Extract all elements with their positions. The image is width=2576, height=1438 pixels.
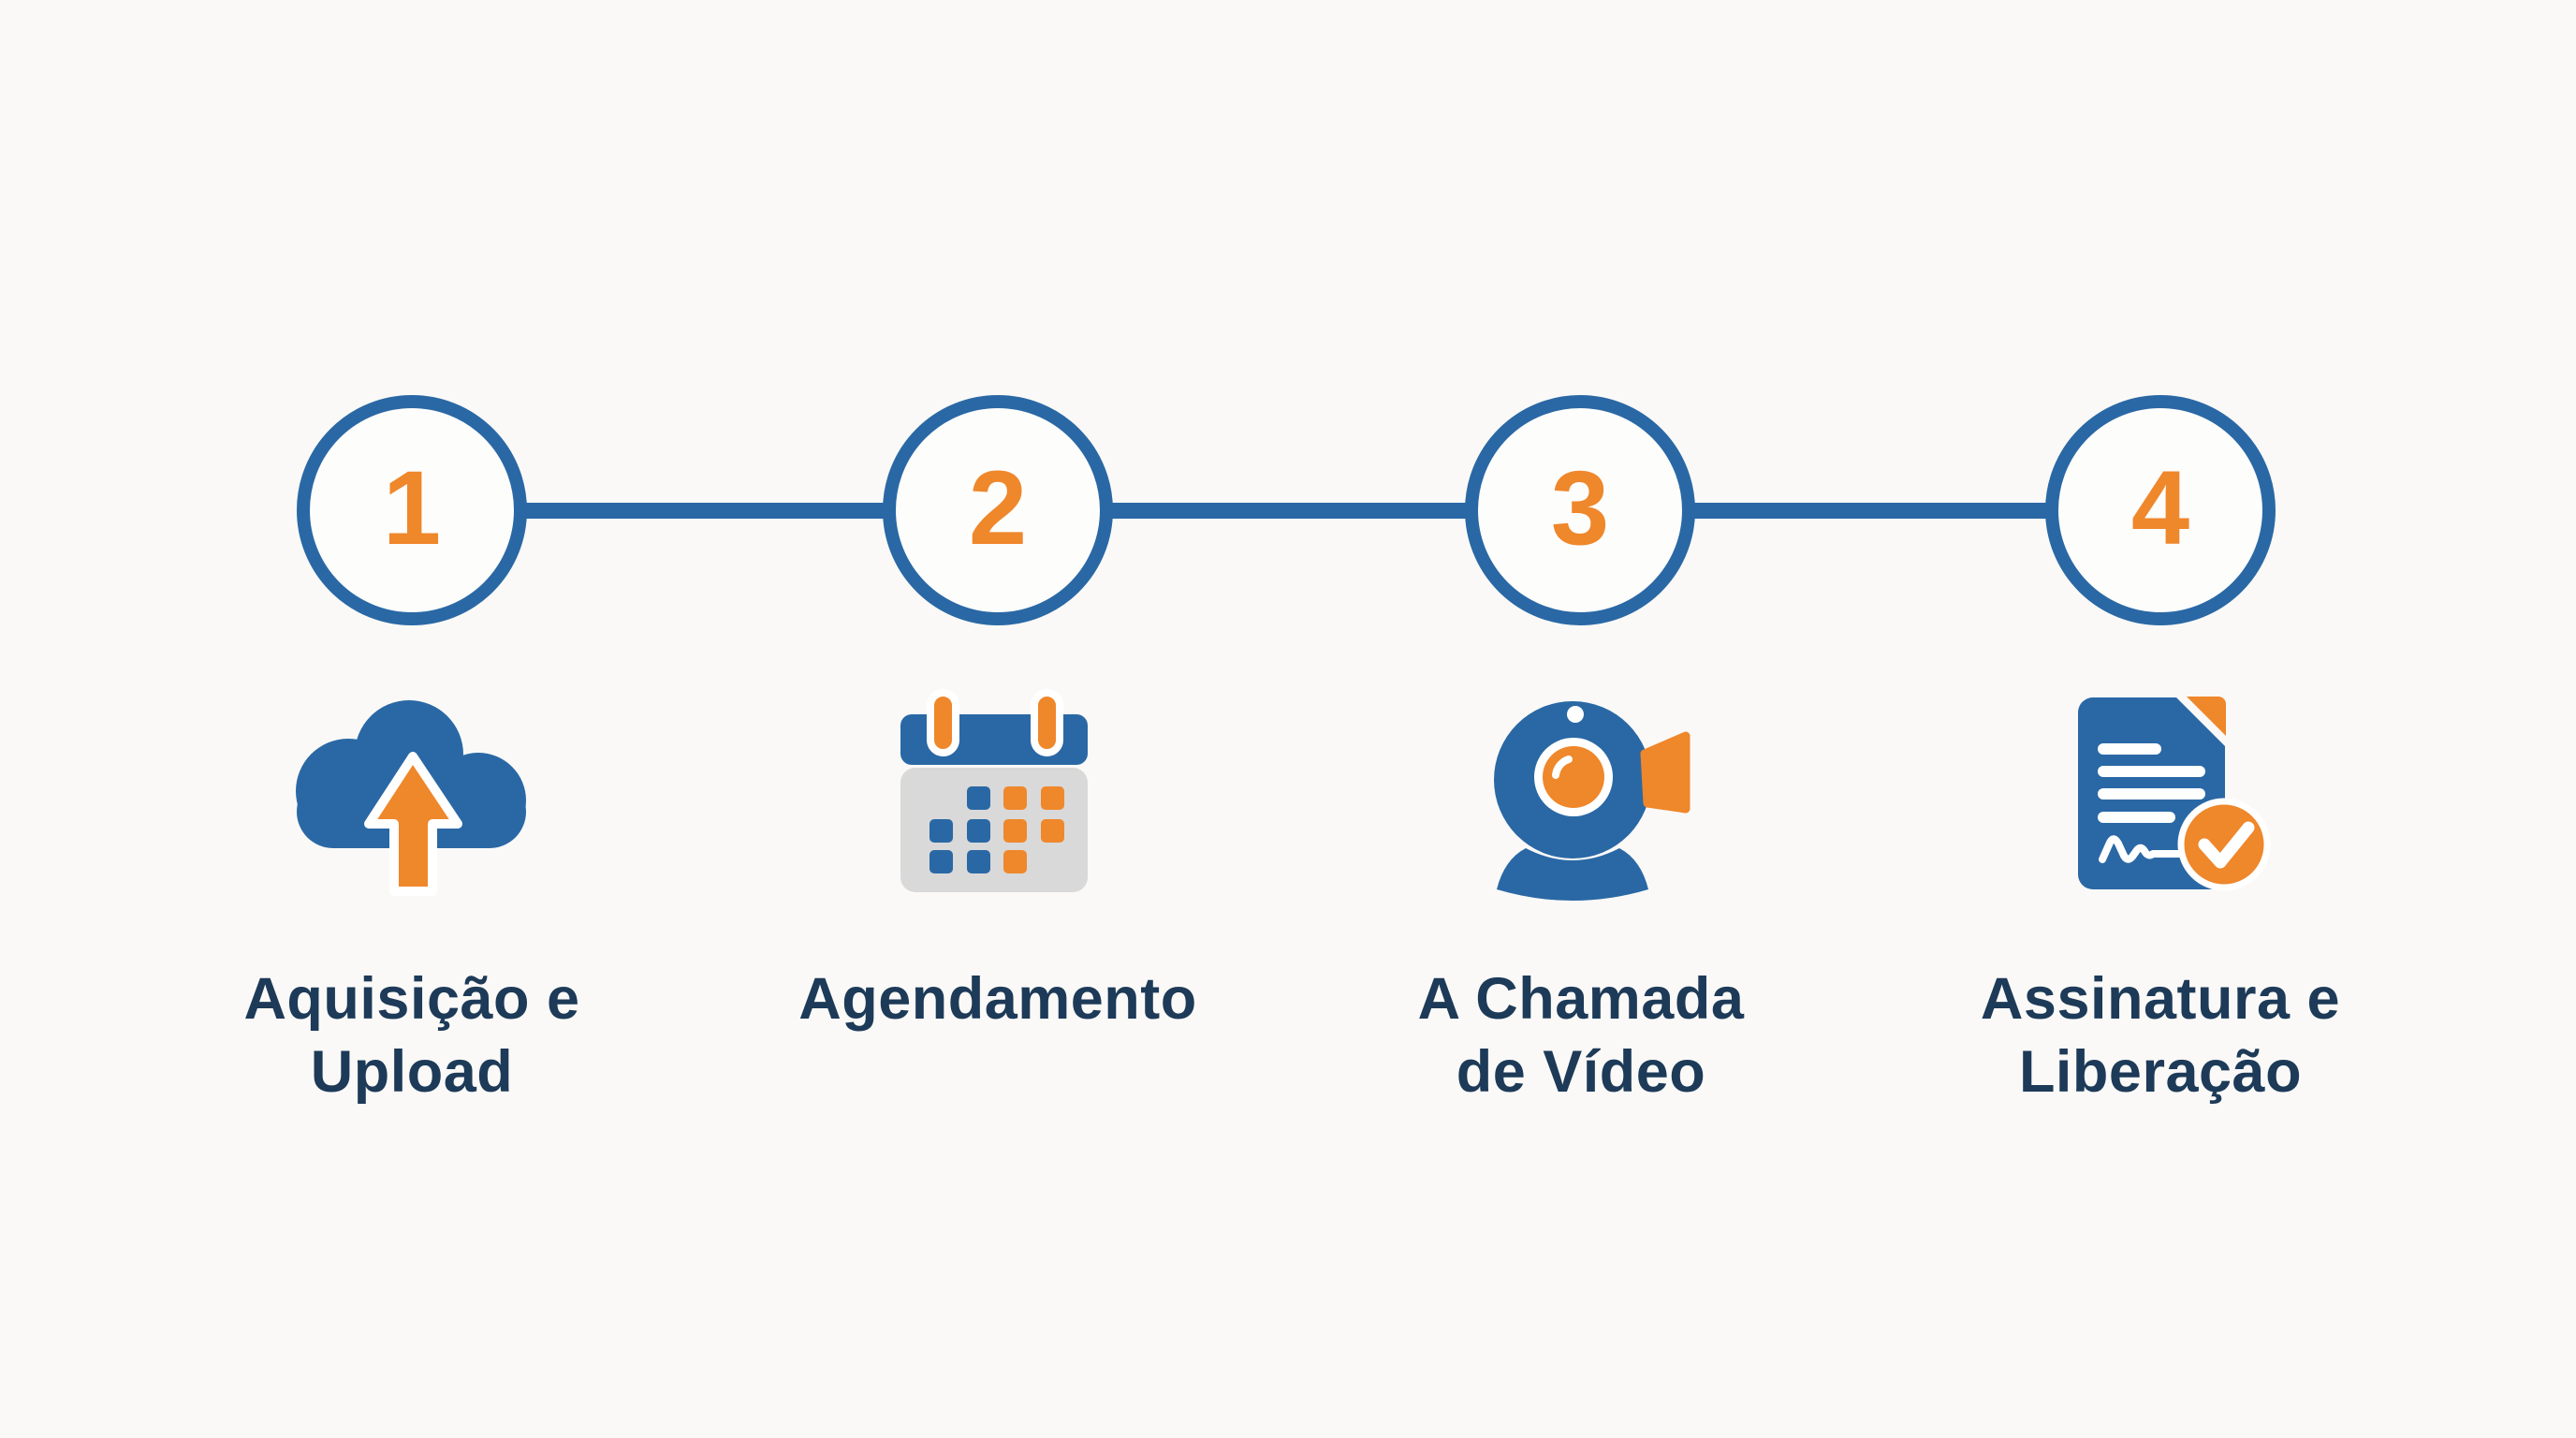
step-1-number: 1 — [382, 449, 442, 566]
document-check-icon — [2050, 683, 2275, 908]
step-4-label-line2: Liberação — [2018, 1039, 2303, 1106]
step-2-label-line1: Agendamento — [798, 966, 1197, 1032]
step-1-circle: 1 — [297, 395, 527, 625]
step-4-label-line1: Assinatura e — [1980, 966, 2341, 1032]
step-4-number: 4 — [2130, 449, 2190, 566]
step-3-label: A Chamada de Vídeo — [1253, 962, 1909, 1108]
step-4-label: Assinatura e Liberação — [1833, 962, 2488, 1108]
step-2-number: 2 — [968, 449, 1028, 566]
connector-step3-step4 — [1580, 503, 2160, 519]
step-3-label-line1: A Chamada — [1417, 966, 1745, 1032]
step-1-label-line1: Aquisição e — [243, 966, 580, 1032]
cloud-upload-icon — [295, 683, 529, 908]
step-2-circle: 2 — [883, 395, 1113, 625]
step-3-label-line2: de Vídeo — [1456, 1039, 1706, 1106]
calendar-icon — [881, 683, 1105, 908]
step-3-circle: 3 — [1465, 395, 1695, 625]
connector-step1-step2 — [412, 503, 998, 519]
step-1-label: Aquisição e Upload — [84, 962, 739, 1108]
step-3-number: 3 — [1550, 449, 1610, 566]
step-1-label-line2: Upload — [310, 1039, 514, 1106]
webcam-icon — [1460, 683, 1694, 908]
connector-step2-step3 — [998, 503, 1580, 519]
step-4-circle: 4 — [2045, 395, 2276, 625]
step-2-label: Agendamento — [670, 962, 1325, 1035]
